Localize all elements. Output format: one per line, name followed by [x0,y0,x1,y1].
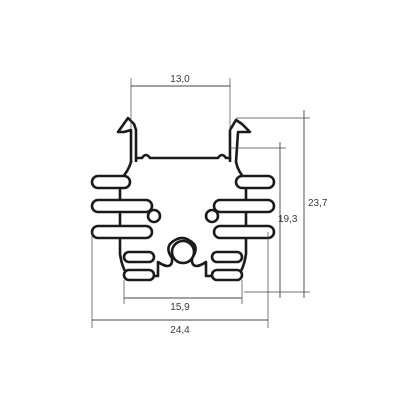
body-core [118,160,248,278]
dimension-overall-width: 24,4 [91,232,269,336]
label-overall-width: 24,4 [170,325,190,336]
label-top-width: 13,0 [170,74,190,85]
right-fin-1 [234,174,276,190]
heatsink-profile [90,116,276,282]
left-fin-3 [90,224,154,240]
label-bottom-inner-width: 15,9 [170,302,190,313]
label-overall-height: 23,7 [308,198,328,209]
right-fin-2-bulb [204,208,220,224]
right-fin-2 [212,198,276,214]
left-fin-1 [90,174,132,190]
screw-boss [170,239,196,265]
left-fin-2 [90,198,154,214]
left-lower-fin-2 [122,268,156,282]
right-fin-3 [212,224,276,240]
left-fin-2-bulb [146,208,162,224]
left-clip-wall [116,116,138,164]
left-lower-fin-1 [122,250,156,264]
right-lower-fin-1 [210,250,244,264]
dimension-overall-height: 23,7 [236,110,328,298]
label-inner-height: 19,3 [278,214,298,225]
channel-floor [134,153,232,160]
right-clip-wall [228,118,252,164]
right-lower-fin-2 [210,268,244,282]
dimension-top-width: 13,0 [130,74,231,130]
dimension-bottom-inner-width: 15,9 [123,280,243,313]
dimension-inner-height: 19,3 [230,142,298,298]
